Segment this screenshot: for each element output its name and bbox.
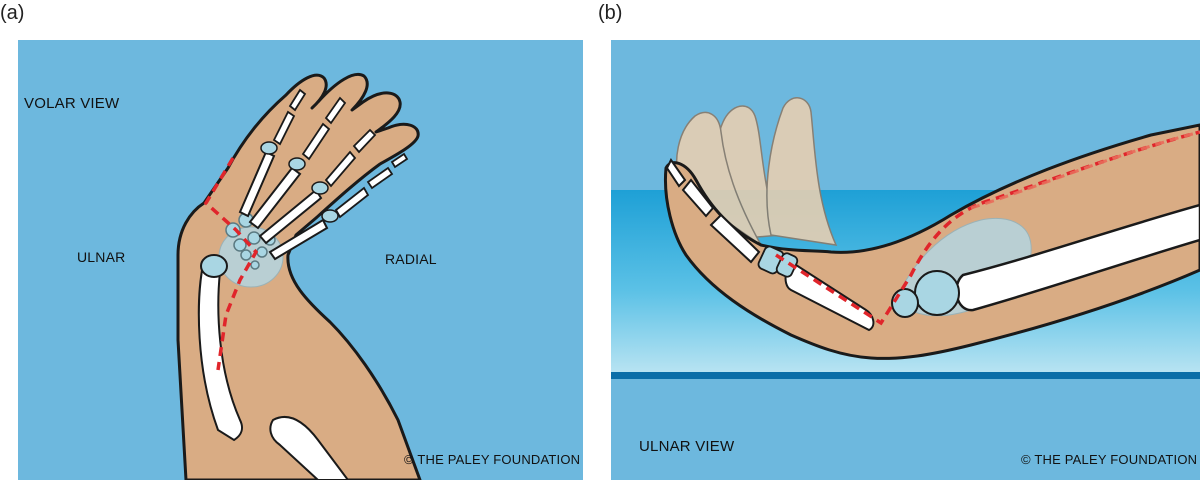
ulnar-view-label: ULNAR VIEW: [639, 438, 735, 455]
arm-and-hand-skin: [176, 73, 422, 480]
ghost-fingers: [675, 97, 838, 246]
radial-side-label: RADIAL: [385, 251, 437, 267]
panel-a-copyright: © THE PALEY FOUNDATION: [404, 452, 581, 467]
finger-phalanges: [272, 88, 409, 219]
radius-bone: [269, 415, 350, 480]
metacarpal-bones: [238, 150, 329, 261]
carpal-bones: [225, 212, 276, 270]
ulnar-view-illustration: [611, 40, 1200, 480]
volar-view-illustration: [18, 40, 583, 480]
knuckle-bones: [260, 141, 339, 223]
panel-b-letter: (b): [598, 2, 623, 24]
table-edge: [611, 372, 1200, 379]
panel-b-copyright: © THE PALEY FOUNDATION: [1021, 452, 1198, 467]
panel-a-letter: (a): [0, 2, 25, 24]
cut-line-upper: [970, 130, 1200, 210]
panel-b-ulnar-view: ULNAR VIEW © THE PALEY FOUNDATION: [611, 40, 1200, 480]
cut-line: [775, 130, 1200, 326]
hand-and-forearm-skin: [663, 123, 1200, 360]
little-finger-bones: [665, 158, 875, 332]
ulnar-side-label: ULNAR: [77, 249, 126, 265]
panel-a-volar-view: VOLAR VIEW ULNAR RADIAL © THE PALEY FOUN…: [18, 40, 583, 480]
volar-view-label: VOLAR VIEW: [24, 95, 120, 112]
cut-line: [203, 157, 259, 371]
ulnar-head-bone: [200, 254, 228, 278]
ulna-bone: [955, 203, 1200, 312]
